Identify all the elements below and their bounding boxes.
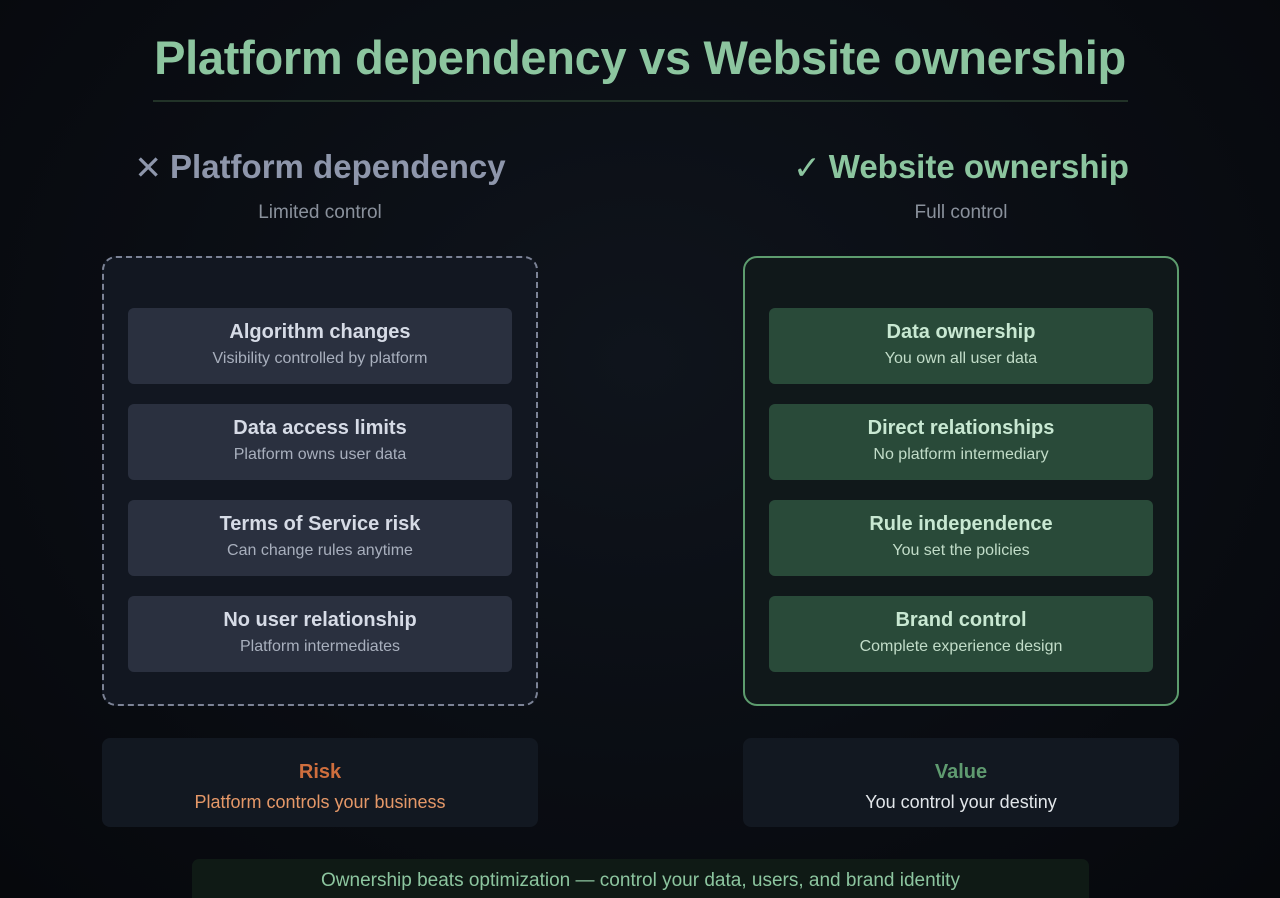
x-mark-icon: ✕: [134, 148, 163, 186]
risk-outcome-box: Risk Platform controls your business: [102, 738, 538, 827]
website-ownership-header: ✓ Website ownership Full control: [743, 148, 1179, 224]
card-description: You set the policies: [892, 542, 1030, 559]
summary-banner: Ownership beats optimization — control y…: [192, 859, 1089, 898]
card-description: Can change rules anytime: [227, 542, 413, 559]
ownership-card-rules: Rule independence You set the policies: [769, 500, 1153, 576]
platform-card-algorithm: Algorithm changes Visibility controlled …: [128, 308, 512, 384]
card-title: Data ownership: [886, 321, 1036, 343]
platform-card-data-access: Data access limits Platform owns user da…: [128, 404, 512, 480]
platform-dependency-title: ✕ Platform dependency: [102, 148, 538, 186]
card-title: Data access limits: [233, 417, 407, 439]
website-ownership-heading: Website ownership: [828, 148, 1129, 185]
website-ownership-subheading: Full control: [914, 202, 1008, 223]
platform-card-user-relationship: No user relationship Platform intermedia…: [128, 596, 512, 672]
card-description: No platform intermediary: [873, 446, 1049, 463]
platform-dependency-heading: Platform dependency: [170, 148, 506, 185]
website-ownership-title: ✓ Website ownership: [743, 148, 1179, 186]
value-outcome-description: You control your destiny: [865, 792, 1057, 812]
card-title: Algorithm changes: [229, 321, 411, 343]
card-title: No user relationship: [223, 609, 417, 631]
value-outcome-title: Value: [934, 761, 988, 783]
card-title: Terms of Service risk: [219, 513, 421, 535]
website-ownership-panel: Data ownership You own all user data Dir…: [743, 256, 1179, 706]
platform-dependency-header: ✕ Platform dependency Limited control: [102, 148, 538, 224]
risk-outcome-title: Risk: [298, 761, 342, 783]
platform-card-tos-risk: Terms of Service risk Can change rules a…: [128, 500, 512, 576]
card-description: You own all user data: [884, 350, 1038, 367]
card-description: Visibility controlled by platform: [212, 350, 428, 367]
value-outcome-box: Value You control your destiny: [743, 738, 1179, 827]
check-mark-icon: ✓: [793, 148, 821, 186]
card-description: Platform intermediates: [239, 638, 401, 655]
card-title: Direct relationships: [867, 417, 1055, 439]
card-description: Complete experience design: [859, 638, 1063, 655]
platform-dependency-subheading: Limited control: [258, 202, 382, 223]
card-title: Brand control: [895, 609, 1027, 631]
risk-outcome-description: Platform controls your business: [194, 792, 446, 812]
title-divider: [153, 100, 1128, 102]
ownership-card-brand: Brand control Complete experience design: [769, 596, 1153, 672]
platform-dependency-panel: Algorithm changes Visibility controlled …: [102, 256, 538, 706]
card-description: Platform owns user data: [233, 446, 407, 463]
page-title: Platform dependency vs Website ownership: [154, 31, 1126, 84]
ownership-card-relationships: Direct relationships No platform interme…: [769, 404, 1153, 480]
card-title: Rule independence: [869, 513, 1053, 535]
ownership-card-data: Data ownership You own all user data: [769, 308, 1153, 384]
